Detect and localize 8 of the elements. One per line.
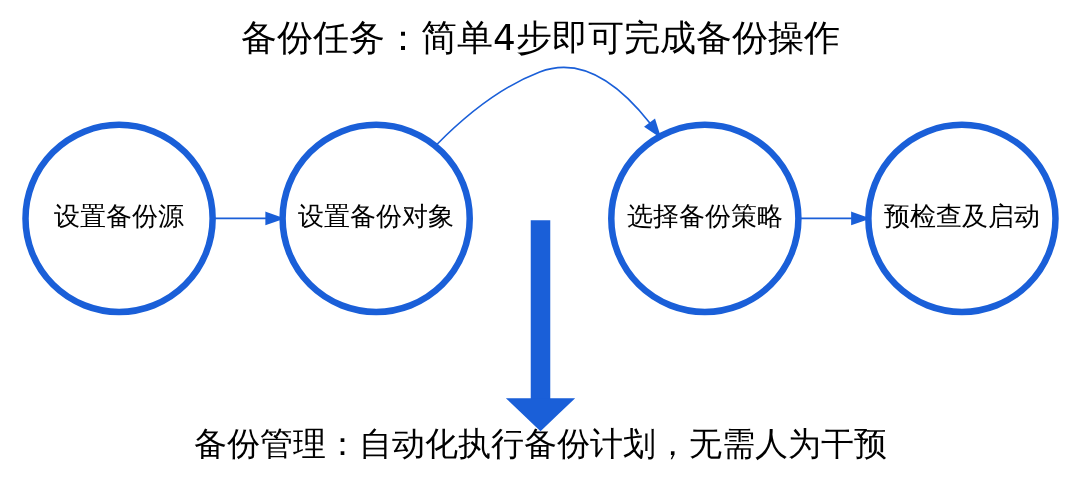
diagram-title: 备份任务：简单4步即可完成备份操作 xyxy=(240,16,840,58)
node-circle: 设置备份对象 xyxy=(278,121,473,316)
node-circle: 设置备份源 xyxy=(21,121,216,316)
node-circle: 选择备份策略 xyxy=(607,121,802,316)
arrow xyxy=(505,220,575,432)
arrow xyxy=(434,66,661,147)
node-circle: 预检查及启动 xyxy=(864,121,1059,316)
node-text: 备份管理：自动化执行备份计划，无需人为干预 xyxy=(193,425,887,464)
